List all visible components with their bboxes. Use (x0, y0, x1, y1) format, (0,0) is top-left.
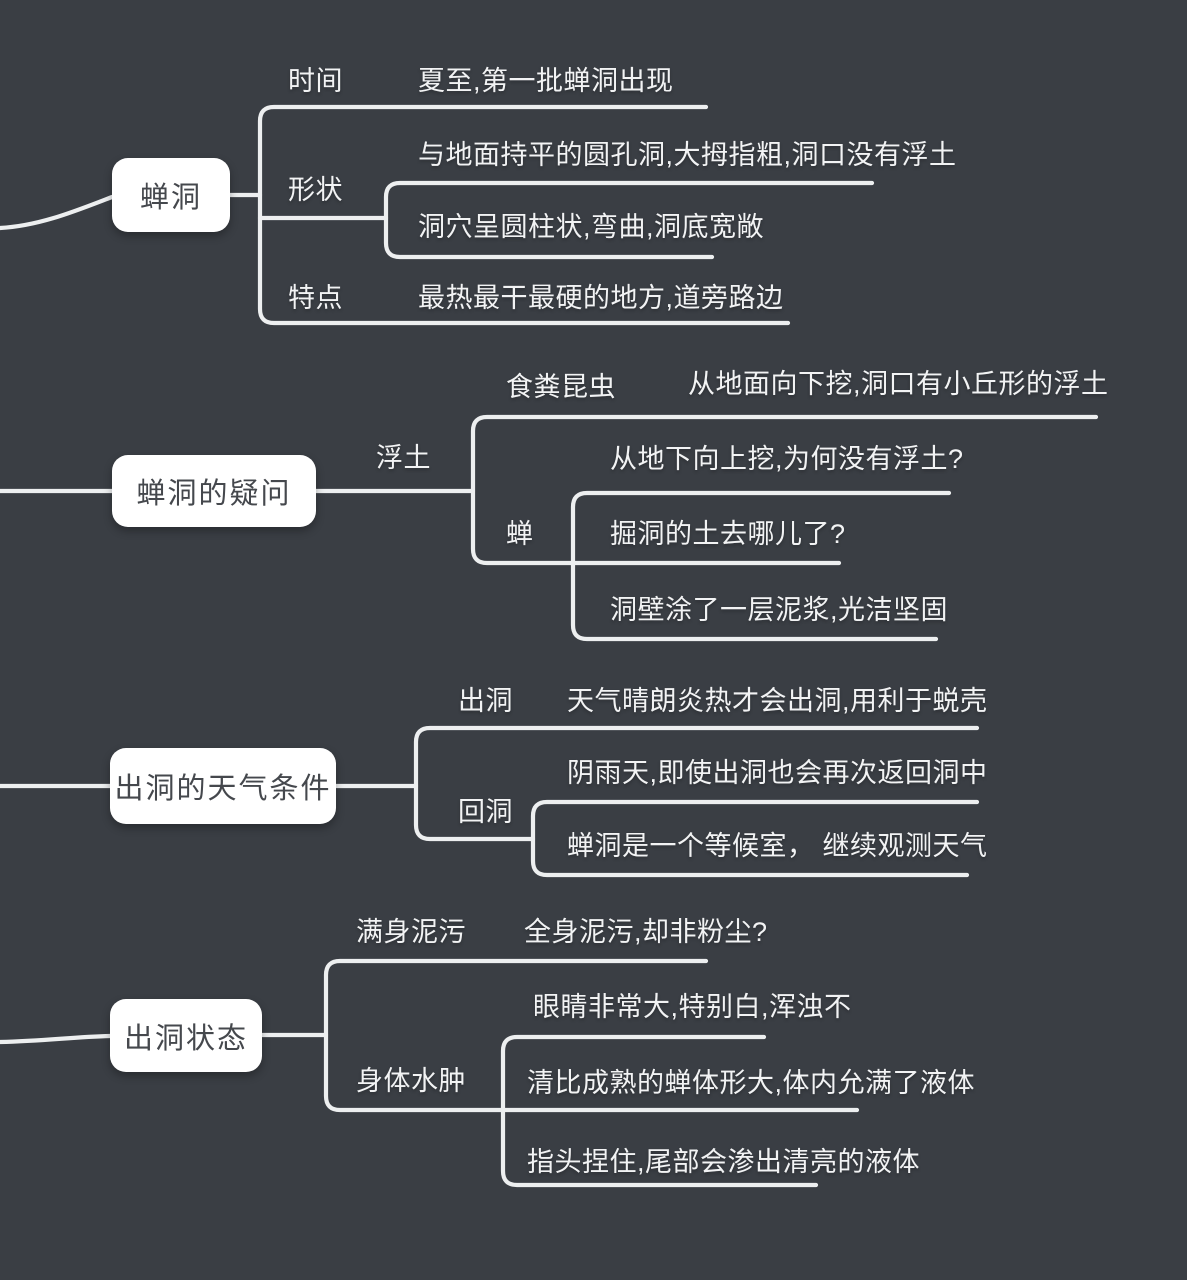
branch-1-leaf-shape-1[interactable]: 与地面持平的圆孔洞,大拇指粗,洞口没有浮土 (418, 140, 957, 170)
connector-branch1-entry (0, 194, 115, 231)
connector-branch1-trunk (257, 104, 791, 326)
branch-2-child-label-futu[interactable]: 浮土 (376, 443, 431, 473)
branch-1-child-1-label[interactable]: 时间 (288, 66, 343, 96)
branch-2-leaf-cicada-2[interactable]: 掘洞的土去哪儿了? (610, 519, 846, 549)
connector-branch1-shape-bracket (383, 180, 875, 260)
branch-2-leaf-cicada-3[interactable]: 洞壁涂了一层泥浆,光洁坚固 (610, 595, 949, 625)
branch-4-leaf-edema-2[interactable]: 清比成熟的蝉体形大,体内允满了液体 (527, 1068, 976, 1098)
branch-1-topic[interactable]: 蝉洞 (112, 158, 230, 232)
branch-3-leaf-return-1[interactable]: 阴雨天,即使出洞也会再次返回洞中 (567, 758, 988, 788)
branch-4-leaf-edema-1[interactable]: 眼睛非常大,特别白,浑浊不 (533, 992, 852, 1022)
branch-4-leaf-mud[interactable]: 全身泥污,却非粉尘? (524, 917, 768, 947)
branch-2-topic[interactable]: 蝉洞的疑问 (112, 455, 316, 527)
connector-branch3-return-bracket (530, 799, 980, 878)
branch-3-topic[interactable]: 出洞的天气条件 (110, 748, 336, 824)
branch-3-child-2-label[interactable]: 回洞 (458, 797, 513, 827)
branch-4-child-2-label[interactable]: 身体水肿 (356, 1066, 466, 1096)
branch-1-child-3-label[interactable]: 特点 (288, 283, 343, 313)
branch-3-child-1-label[interactable]: 出洞 (458, 686, 513, 716)
connector-branch2-cicada-bracket (570, 490, 952, 642)
branch-2-leaf-cicada-1[interactable]: 从地下向上挖,为何没有浮土? (610, 444, 964, 474)
branch-4-topic[interactable]: 出洞状态 (110, 999, 262, 1072)
branch-4-leaf-edema-3[interactable]: 指头捏住,尾部会渗出清亮的液体 (527, 1147, 921, 1177)
branch-3-leaf-exit[interactable]: 天气晴朗炎热才会出洞,用利于蜕壳 (567, 686, 988, 716)
branch-3-leaf-return-2[interactable]: 蝉洞是一个等候室， 继续观测天气 (567, 831, 988, 861)
branch-4-child-1-label[interactable]: 满身泥污 (356, 917, 466, 947)
branch-2-label-dung-insect[interactable]: 食粪昆虫 (506, 372, 616, 402)
branch-1-leaf-shape-2[interactable]: 洞穴呈圆柱状,弯曲,洞底宽敞 (418, 212, 765, 242)
branch-2-label-cicada[interactable]: 蝉 (506, 519, 534, 549)
connector-branch2-trunk (470, 414, 1099, 566)
connector-branch4-entry (0, 1033, 113, 1045)
branch-1-leaf-time[interactable]: 夏至,第一批蝉洞出现 (418, 66, 674, 96)
branch-1-leaf-feature[interactable]: 最热最干最硬的地方,道旁路边 (418, 283, 784, 313)
branch-2-leaf-dung-insect[interactable]: 从地面向下挖,洞口有小丘形的浮土 (688, 369, 1109, 399)
connector-branch3-trunk (413, 725, 980, 842)
branch-1-child-2-label[interactable]: 形状 (288, 175, 343, 205)
connector-branch4-trunk (323, 958, 709, 1113)
